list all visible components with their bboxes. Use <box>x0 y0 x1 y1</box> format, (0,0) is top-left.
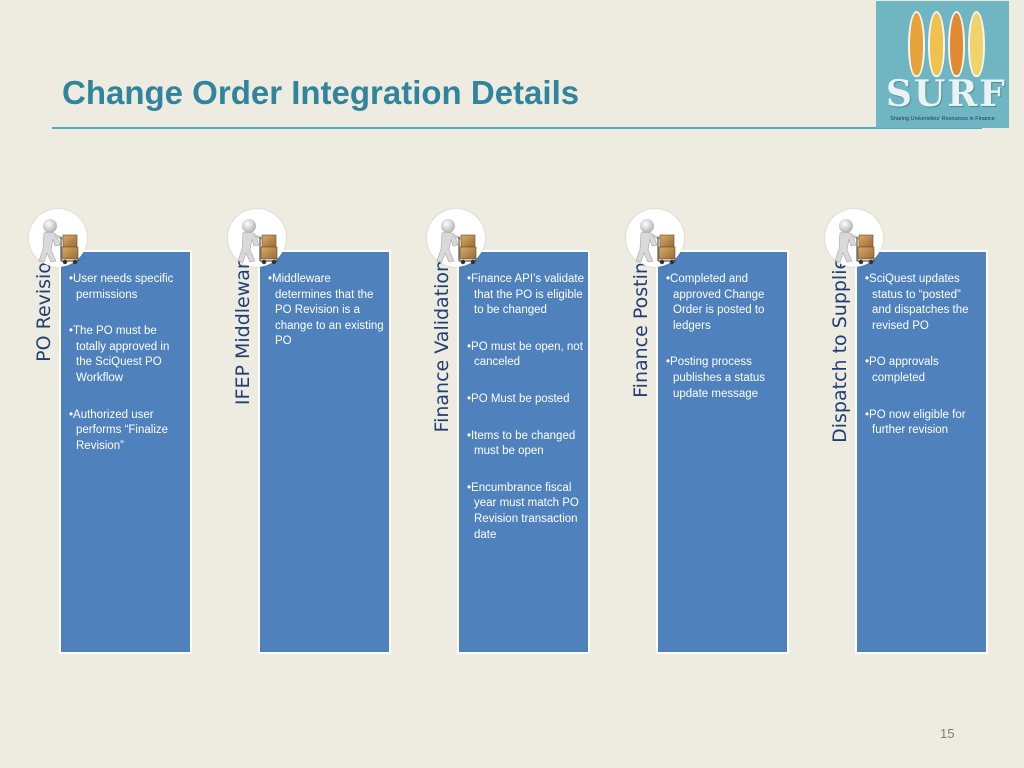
bullet-item: •Middleware determines that the PO Revis… <box>268 273 384 348</box>
bullet-item: •The PO must be totally approved in the … <box>69 325 170 384</box>
bullet-item: •Items to be changed must be open <box>467 429 576 458</box>
logo-wordmark: SURF <box>886 73 1007 115</box>
bullet-item: •Posting process publishes a status upda… <box>666 356 766 400</box>
bullet-item: •User needs specific permissions <box>69 273 174 301</box>
column-label-wrapper: Finance Validations <box>427 250 457 654</box>
column-label: Finance Validations <box>431 250 453 433</box>
process-column-5: •SciQuest updates status to “posted” and… <box>855 250 988 654</box>
column-label-wrapper: Finance Posting <box>626 250 656 654</box>
column-label-wrapper: Dispatch to Supplier <box>825 250 855 654</box>
logo-tagline: Sharing Universities' Resources in Finan… <box>890 116 995 122</box>
bullet-item: •SciQuest updates status to “posted” and… <box>865 273 969 332</box>
column-label-wrapper: PO Revision <box>29 250 59 654</box>
worker-pushing-boxes-icon <box>29 209 87 267</box>
worker-pushing-boxes-icon <box>228 209 286 267</box>
process-column-4: •Completed and approved Change Order is … <box>656 250 789 654</box>
surfboard-icon <box>968 11 985 77</box>
conference-logo: SURF Sharing Universities' Resources in … <box>876 1 1009 128</box>
surfboard-icon <box>948 11 965 77</box>
column-label-wrapper: IFEP Middleware <box>228 250 258 654</box>
bullet-item: •PO Must be posted <box>467 392 570 405</box>
process-column-1: •User needs specific permissions •The PO … <box>59 250 192 654</box>
process-column-2: •Middleware determines that the PO Revis… <box>258 250 391 654</box>
surfboard-icon <box>928 11 945 77</box>
column-label: Finance Posting <box>630 250 652 398</box>
bullet-item: •Completed and approved Change Order is … <box>666 273 765 332</box>
page-number: 15 <box>940 726 955 741</box>
bullet-item: •PO approvals completed <box>865 356 939 384</box>
column-label: Dispatch to Supplier <box>829 250 851 443</box>
bullet-item: •Encumbrance fiscal year must match PO R… <box>467 481 579 541</box>
worker-pushing-boxes-icon <box>626 209 684 267</box>
worker-pushing-boxes-icon <box>825 209 883 267</box>
bullet-item: •PO now eligible for further revision <box>865 408 966 437</box>
slide-title: Change Order Integration Details <box>62 74 580 111</box>
bullet-item: •PO must be open, not canceled <box>467 340 583 369</box>
title-divider <box>52 127 982 129</box>
worker-pushing-boxes-icon <box>427 209 485 267</box>
bullet-item: •Authorized user performs “Finalize Revi… <box>69 408 169 452</box>
surfboard-icon <box>908 11 925 77</box>
bullet-item: •Finance API’s validate that the PO is e… <box>467 273 584 317</box>
process-column-3: •Finance API’s validate that the PO is e… <box>457 250 590 654</box>
column-label: IFEP Middleware <box>232 250 254 406</box>
